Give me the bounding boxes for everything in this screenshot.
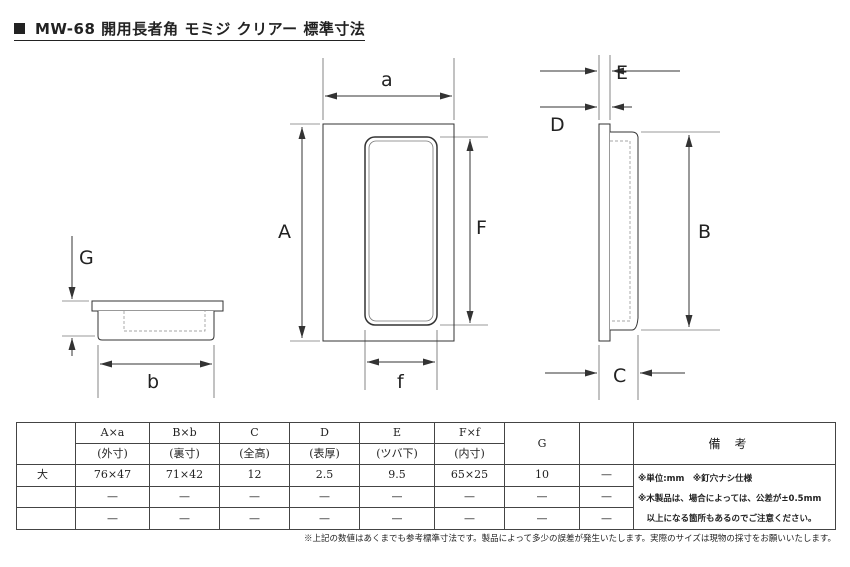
table-cell: —: [75, 485, 150, 509]
table-cell: —: [219, 485, 290, 509]
row-label: [16, 507, 76, 530]
dimension-drawing: a A F f E D B C G b: [62, 55, 720, 400]
front-inner-recess: [364, 136, 438, 326]
table-cell: 12: [219, 464, 290, 487]
note-line: ※木製品は、場合によっては、公差が±0.5mm: [638, 494, 822, 504]
spec-table: A×a B×b C D E F×f G 備考 (外寸) (裏寸) (全高) (表…: [16, 422, 836, 530]
table-cell: —: [504, 507, 580, 530]
header-d: D: [289, 422, 360, 444]
note-line: ※単位:mm ※釘穴ナシ仕様: [638, 474, 753, 484]
corner-cell: [16, 422, 76, 465]
table-cell: 10: [504, 464, 580, 487]
header-f-sub: (内寸): [434, 443, 505, 465]
page-title: MW-68 開用長者角 モミジ クリアー 標準寸法: [14, 18, 366, 41]
label-G: G: [79, 247, 94, 269]
table-cell: 76×47: [75, 464, 150, 487]
table-row: — — — — — — — —: [16, 507, 836, 530]
table-cell: —: [579, 485, 634, 509]
table-cell: —: [289, 507, 360, 530]
table-cell: —: [219, 507, 290, 530]
table-cell: —: [434, 507, 505, 530]
header-b-sub: (裏寸): [149, 443, 220, 465]
table-cell: —: [289, 485, 360, 509]
label-C: C: [613, 365, 626, 387]
header-g: G: [504, 422, 580, 465]
header-a-sub: (外寸): [75, 443, 150, 465]
table-cell: —: [579, 464, 634, 487]
table-row: 大 76×47 71×42 12 2.5 9.5 65×25 10 — ※単位:…: [16, 464, 836, 530]
label-a: a: [381, 69, 393, 91]
table-cell: 65×25: [434, 464, 505, 487]
row-label: 大: [16, 464, 76, 487]
bottom-view: [62, 300, 224, 398]
side-view: [598, 55, 720, 400]
side-flange: [598, 123, 611, 342]
header-b: B×b: [149, 422, 220, 444]
header-c-sub: (全高): [219, 443, 290, 465]
bottom-flange: [91, 300, 224, 312]
table-cell: —: [579, 507, 634, 530]
header-row-top: A×a B×b C D E F×f G 備考: [16, 422, 836, 465]
header-e: E: [359, 422, 435, 444]
table-cell: —: [434, 485, 505, 509]
header-a: A×a: [75, 422, 150, 444]
header-d-sub: (表厚): [289, 443, 360, 465]
side-body: [610, 131, 639, 331]
table-cell: 9.5: [359, 464, 435, 487]
label-b: b: [147, 371, 159, 393]
notes-cell: ※単位:mm ※釘穴ナシ仕様 ※木製品は、場合によっては、公差が±0.5mm 以…: [633, 464, 836, 530]
bottom-body: [97, 311, 215, 341]
header-c: C: [219, 422, 290, 444]
table-cell: —: [504, 485, 580, 509]
label-E: E: [616, 62, 628, 84]
table-cell: 71×42: [149, 464, 220, 487]
table-cell: —: [149, 485, 220, 509]
label-A: A: [278, 221, 291, 243]
label-f: f: [397, 371, 405, 393]
table-row: — — — — — — — —: [16, 485, 836, 509]
header-notes: 備考: [633, 422, 836, 465]
table-cell: —: [75, 507, 150, 530]
front-outer-rect: [322, 123, 455, 342]
header-row-bottom: (外寸) (裏寸) (全高) (表厚) (ツバ下) (内寸): [17, 443, 836, 465]
front-view: [290, 58, 488, 390]
note-line: 以上になる箇所もあるのでご注意ください。: [638, 514, 817, 524]
label-F: F: [476, 217, 487, 239]
table-cell: —: [359, 507, 435, 530]
header-f: F×f: [434, 422, 505, 444]
table-cell: 2.5: [289, 464, 360, 487]
header-e-sub: (ツバ下): [359, 443, 435, 465]
label-D: D: [550, 114, 565, 136]
label-B: B: [698, 221, 711, 243]
footnote: ※上記の数値はあくまでも参考標準寸法です。製品によって多少の誤差が発生いたします…: [303, 534, 836, 544]
table-cell: —: [149, 507, 220, 530]
row-label: [16, 485, 76, 509]
header-blank: [579, 422, 634, 465]
square-bullet-icon: [14, 23, 25, 34]
title-text: MW-68 開用長者角 モミジ クリアー 標準寸法: [35, 20, 366, 38]
table-cell: —: [359, 485, 435, 509]
